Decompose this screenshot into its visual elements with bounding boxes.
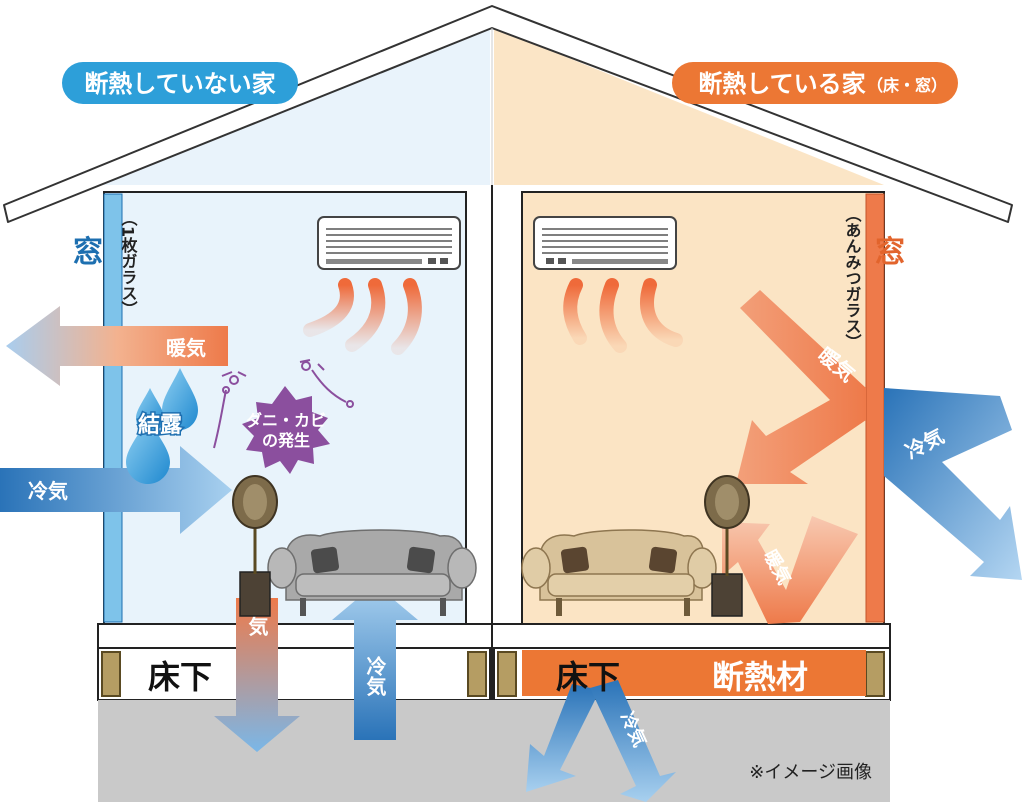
image-note: ※イメージ画像 [749, 762, 872, 783]
mites-mold-burst: ダニ・カビ の発生 [213, 359, 354, 474]
right-underfloor-label: 床下 [556, 658, 620, 696]
warm-air-escape-label: 暖気 [166, 336, 206, 360]
water-drop-icon [136, 388, 164, 432]
right-gable [494, 28, 884, 185]
right-house-title: 断熱している家 [698, 70, 865, 98]
ground [98, 700, 890, 802]
warm-air-floor-arrow: 暖気 [722, 516, 858, 624]
water-drop-icon [162, 368, 198, 430]
condensation-drops: 結露 [126, 368, 198, 484]
left-house-title: 断熱していない家 [84, 70, 275, 98]
left-heat-waves [303, 278, 422, 355]
left-glass-label: （1枚ガラス） [119, 210, 138, 317]
right-title-badge: 断熱している家 （床・窓） [672, 62, 958, 104]
left-air-conditioner [317, 216, 461, 270]
right-heat-waves [563, 278, 683, 353]
right-house-title-suffix: （床・窓） [867, 76, 947, 95]
mite-icon [213, 359, 354, 449]
insulation-label: 断熱材 [712, 658, 808, 696]
cold-air-intrusion-label: 冷気 [28, 479, 68, 503]
condensation-label: 結露 [138, 412, 183, 438]
left-title-badge: 断熱していない家 [62, 62, 298, 104]
left-plant [232, 475, 278, 617]
left-window-label: 窓 [73, 235, 103, 270]
cold-air-reflect-arrow: 冷気 [884, 388, 1022, 580]
cold-air-up-label: 冷気 [363, 655, 387, 697]
left-underfloor-label: 床下 [148, 658, 212, 696]
warm-air-escape-arrow: 暖気 [6, 306, 228, 386]
right-plant [704, 475, 750, 617]
left-sofa [267, 529, 477, 616]
right-glass-label: （あんみつガラス） [843, 206, 862, 350]
mites-mold-label-line1: ダニ・カビ [246, 411, 326, 430]
left-window-frame [103, 193, 123, 623]
right-window-label: 窓 [875, 235, 905, 270]
right-air-conditioner [533, 216, 677, 270]
cold-air-intrusion-arrow: 冷気 [0, 446, 232, 534]
mold-burst-shape [242, 386, 330, 474]
right-sofa [521, 529, 717, 616]
cold-air-up-arrow: 冷気 [332, 584, 418, 740]
water-drop-icon [126, 418, 170, 484]
mites-mold-label-line2: の発生 [262, 431, 310, 450]
